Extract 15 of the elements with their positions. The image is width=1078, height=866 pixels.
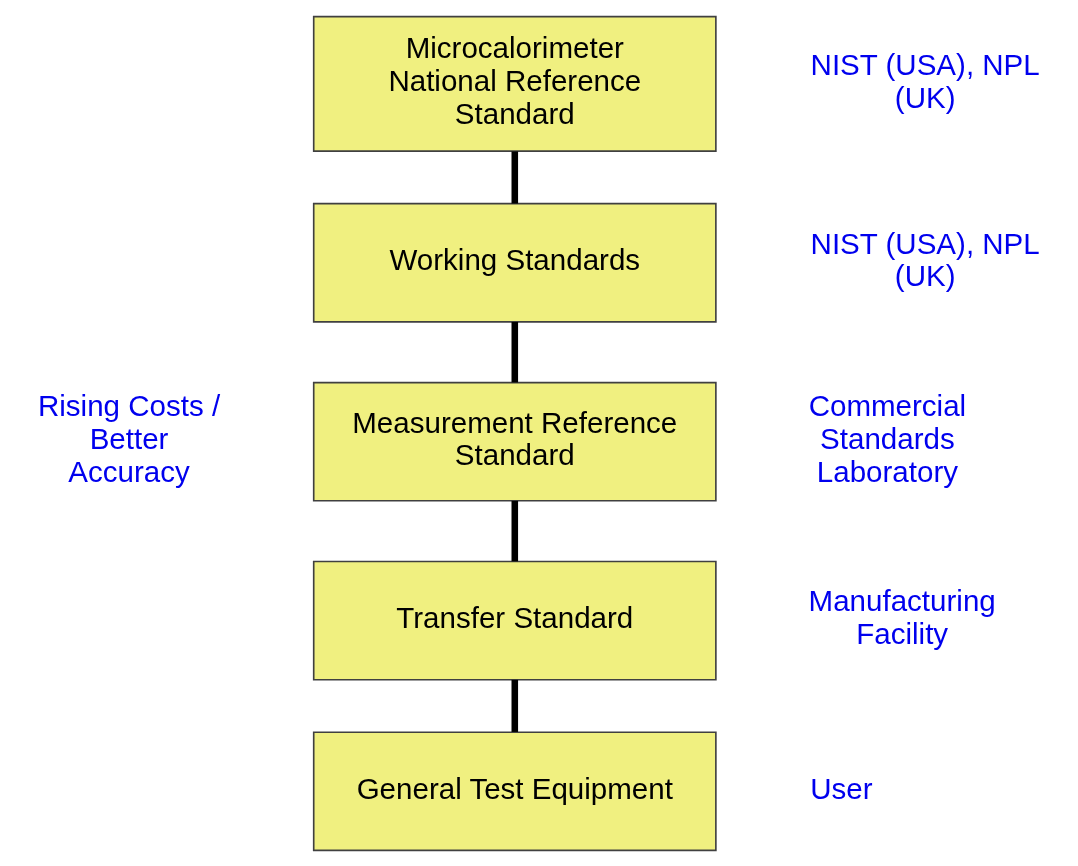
node-label: Commercial Standards Laboratory bbox=[808, 388, 967, 488]
label: Rising Costs / Better Accuracy bbox=[37, 388, 221, 488]
node-box: Microcalorimeter National Reference Standard bbox=[312, 15, 717, 152]
connector bbox=[511, 500, 519, 561]
connector bbox=[511, 321, 519, 382]
node-label: NIST (USA), NPL (UK) bbox=[810, 226, 1040, 292]
connector bbox=[511, 150, 519, 204]
node-box: Measurement Reference Standard bbox=[312, 381, 717, 502]
node-box: Transfer Standard bbox=[312, 560, 717, 681]
node-label: User bbox=[810, 771, 873, 805]
node-label: NIST (USA), NPL (UK) bbox=[810, 47, 1040, 113]
connector bbox=[511, 679, 519, 732]
node-label: Manufacturing Facility bbox=[808, 583, 996, 650]
node-box: General Test Equipment bbox=[312, 730, 717, 851]
node-box: Working Standards bbox=[312, 202, 717, 323]
